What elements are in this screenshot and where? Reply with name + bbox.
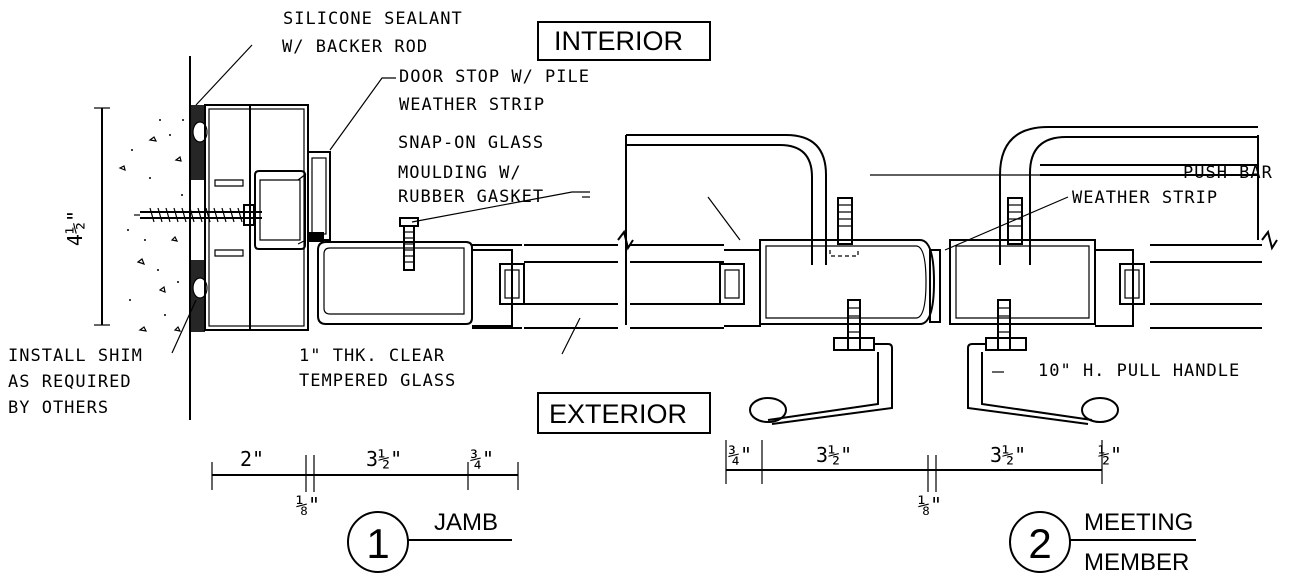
pull-handle-right xyxy=(967,299,1119,425)
label-push-bar: PUSH BAR xyxy=(1183,163,1273,183)
detail-2-marker: 2 MEETING MEMBER xyxy=(1009,509,1196,576)
exterior-label-box xyxy=(537,392,711,434)
anchor-screw xyxy=(134,204,262,226)
dim-mm-gap: ⅛" xyxy=(918,493,942,517)
tempered-glass-left xyxy=(524,229,634,329)
leader-lines xyxy=(171,44,1180,373)
label-exterior: EXTERIOR xyxy=(549,399,687,429)
dim-mm-3q: ¾" xyxy=(728,443,752,467)
dim-mm-half: ½" xyxy=(1098,443,1122,467)
silicone-sealant-top xyxy=(191,105,208,180)
dim-jamb-3q: ¾" xyxy=(470,447,494,471)
label-glass-2: TEMPERED GLASS xyxy=(299,371,456,391)
tempered-glass-right xyxy=(1150,135,1278,329)
label-doorstop-2: WEATHER STRIP xyxy=(399,95,545,115)
dim-mm-3half-a: 3½" xyxy=(816,443,852,467)
bottom-dimension-line-jamb xyxy=(211,455,519,492)
label-shim-2: AS REQUIRED xyxy=(8,372,132,392)
label-pull-handle: 10" H. PULL HANDLE xyxy=(1038,361,1240,381)
bottom-dimension-line-meeting xyxy=(725,440,1103,492)
detail-1-number: 1 xyxy=(366,520,389,567)
label-shim-3: BY OTHERS xyxy=(8,398,109,418)
label-snap-2: MOULDING W/ xyxy=(398,163,522,183)
silicone-sealant-bottom xyxy=(191,260,208,332)
label-sealant-2: W/ BACKER ROD xyxy=(282,37,428,57)
detail-2-title: MEETING xyxy=(1084,509,1193,536)
label-doorstop-1: DOOR STOP W/ PILE xyxy=(399,67,590,87)
label-glass-1: 1" THK. CLEAR xyxy=(299,346,445,366)
meeting-stile-right xyxy=(949,239,1145,327)
tempered-glass-center xyxy=(630,244,724,329)
jamb-door-stile xyxy=(317,217,525,329)
dim-jamb-gap: ⅛" xyxy=(296,493,320,517)
detail-2-title-2: MEMBER xyxy=(1084,549,1189,576)
height-dimension xyxy=(94,107,110,326)
dim-jamb-3half: 3½" xyxy=(366,447,402,471)
dim-height: 4½" xyxy=(63,210,87,246)
detail-1-marker: 1 JAMB xyxy=(347,509,512,573)
push-bar-left xyxy=(626,134,859,265)
dim-mm-3half-b: 3½" xyxy=(990,443,1026,467)
detail-1-title: JAMB xyxy=(434,509,498,536)
label-shim-1: INSTALL SHIM xyxy=(8,346,143,366)
meeting-stile-left xyxy=(719,239,941,327)
jamb-frame xyxy=(204,104,331,331)
wall-edge xyxy=(118,56,191,420)
pull-handle-left xyxy=(749,299,893,425)
label-interior: INTERIOR xyxy=(554,26,683,56)
label-sealant-1: SILICONE SEALANT xyxy=(283,9,463,29)
label-snap-1: SNAP-ON GLASS xyxy=(398,133,544,153)
label-snap-3: RUBBER GASKET xyxy=(398,187,544,207)
detail-2-number: 2 xyxy=(1028,520,1051,567)
interior-label-box xyxy=(537,21,711,61)
dim-jamb-2: 2" xyxy=(240,447,264,471)
label-weather-strip: WEATHER STRIP xyxy=(1072,188,1218,208)
